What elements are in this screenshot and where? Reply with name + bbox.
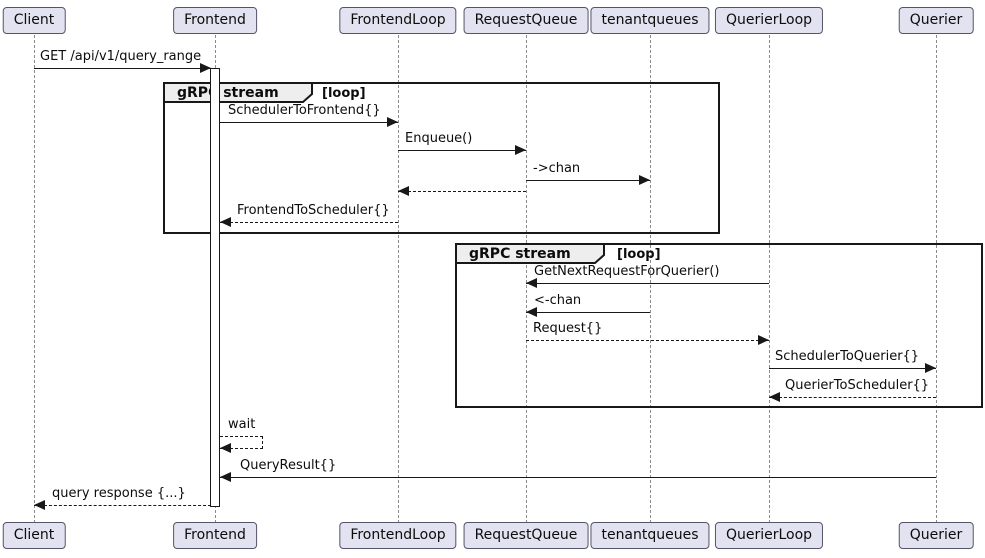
arrowhead-right-icon bbox=[758, 335, 769, 345]
frame-condition: [loop] bbox=[617, 247, 661, 262]
frame-title: gRPC stream bbox=[469, 246, 571, 262]
arrowhead-right-icon bbox=[200, 63, 211, 73]
message-label: query response {...} bbox=[52, 486, 186, 501]
participant-frontendloop-bottom: FrontendLoop bbox=[339, 522, 457, 549]
arrowhead-right-icon bbox=[925, 363, 936, 373]
message-line bbox=[220, 222, 398, 223]
message-label: Enqueue() bbox=[405, 131, 473, 146]
lifeline-tenantqueues bbox=[650, 35, 651, 523]
arrowhead-left-icon bbox=[526, 278, 537, 288]
arrowhead-left-icon bbox=[34, 500, 45, 510]
frame-condition: [loop] bbox=[322, 86, 366, 101]
message-line bbox=[220, 477, 936, 478]
frame-tab-shape bbox=[163, 82, 313, 103]
self-message-wait-label: wait bbox=[228, 417, 256, 432]
message-label: FrontendToScheduler{} bbox=[237, 203, 390, 218]
participant-frontend-bottom: Frontend bbox=[173, 522, 257, 549]
arrowhead-right-icon bbox=[639, 175, 650, 185]
participant-client-bottom: Client bbox=[2, 522, 66, 549]
message-line bbox=[34, 68, 211, 69]
message-line bbox=[526, 283, 769, 284]
arrowhead-left-icon bbox=[526, 307, 537, 317]
message-label: Request{} bbox=[533, 321, 603, 336]
message-line bbox=[526, 312, 650, 313]
frame-tab-shape bbox=[455, 243, 605, 264]
message-line bbox=[398, 191, 526, 192]
participant-querierloop-top: QuerierLoop bbox=[714, 7, 824, 34]
participant-requestqueue-bottom: RequestQueue bbox=[463, 522, 589, 549]
message-label: QuerierToScheduler{} bbox=[785, 378, 930, 393]
arrowhead-right-icon bbox=[387, 117, 398, 127]
lifeline-frontendloop bbox=[398, 35, 399, 523]
grpc-stream-loop-frame-querier: gRPC stream [loop] bbox=[455, 243, 983, 408]
message-line bbox=[526, 340, 769, 341]
message-label: <-chan bbox=[534, 293, 582, 308]
participant-querier-top: Querier bbox=[898, 7, 974, 34]
participant-client-top: Client bbox=[2, 7, 66, 34]
frame-title: gRPC stream bbox=[177, 85, 279, 101]
message-label: GET /api/v1/query_range bbox=[40, 49, 202, 64]
lifeline-client bbox=[34, 35, 35, 523]
arrowhead-left-icon bbox=[220, 472, 231, 482]
lifeline-querierloop bbox=[769, 35, 770, 523]
arrowhead-left-icon bbox=[769, 392, 780, 402]
message-label: QueryResult{} bbox=[240, 458, 337, 473]
participant-tenantqueues-top: tenantqueues bbox=[590, 7, 710, 34]
arrowhead-right-icon bbox=[515, 145, 526, 155]
message-line bbox=[220, 122, 398, 123]
arrowhead-left-icon bbox=[220, 443, 231, 453]
participant-requestqueue-top: RequestQueue bbox=[463, 7, 589, 34]
self-message-wait-line bbox=[220, 436, 263, 449]
message-line bbox=[769, 397, 936, 398]
participant-querier-bottom: Querier bbox=[898, 522, 974, 549]
message-line bbox=[526, 180, 650, 181]
participant-frontend-top: Frontend bbox=[173, 7, 257, 34]
grpc-stream-loop-frame-frontend: gRPC stream [loop] bbox=[163, 82, 720, 234]
participant-tenantqueues-bottom: tenantqueues bbox=[590, 522, 710, 549]
message-label: SchedulerToFrontend{} bbox=[228, 103, 381, 118]
message-line bbox=[34, 505, 211, 506]
message-label: SchedulerToQuerier{} bbox=[775, 349, 920, 364]
message-line bbox=[769, 368, 936, 369]
activation-bar-frontend bbox=[210, 68, 220, 507]
message-label: ->chan bbox=[533, 161, 581, 176]
message-label: GetNextRequestForQuerier() bbox=[534, 264, 720, 279]
participant-frontendloop-top: FrontendLoop bbox=[339, 7, 457, 34]
lifeline-querier bbox=[936, 35, 937, 523]
message-line bbox=[398, 150, 526, 151]
arrowhead-left-icon bbox=[220, 217, 231, 227]
arrowhead-left-icon bbox=[398, 186, 409, 196]
participant-querierloop-bottom: QuerierLoop bbox=[714, 522, 824, 549]
